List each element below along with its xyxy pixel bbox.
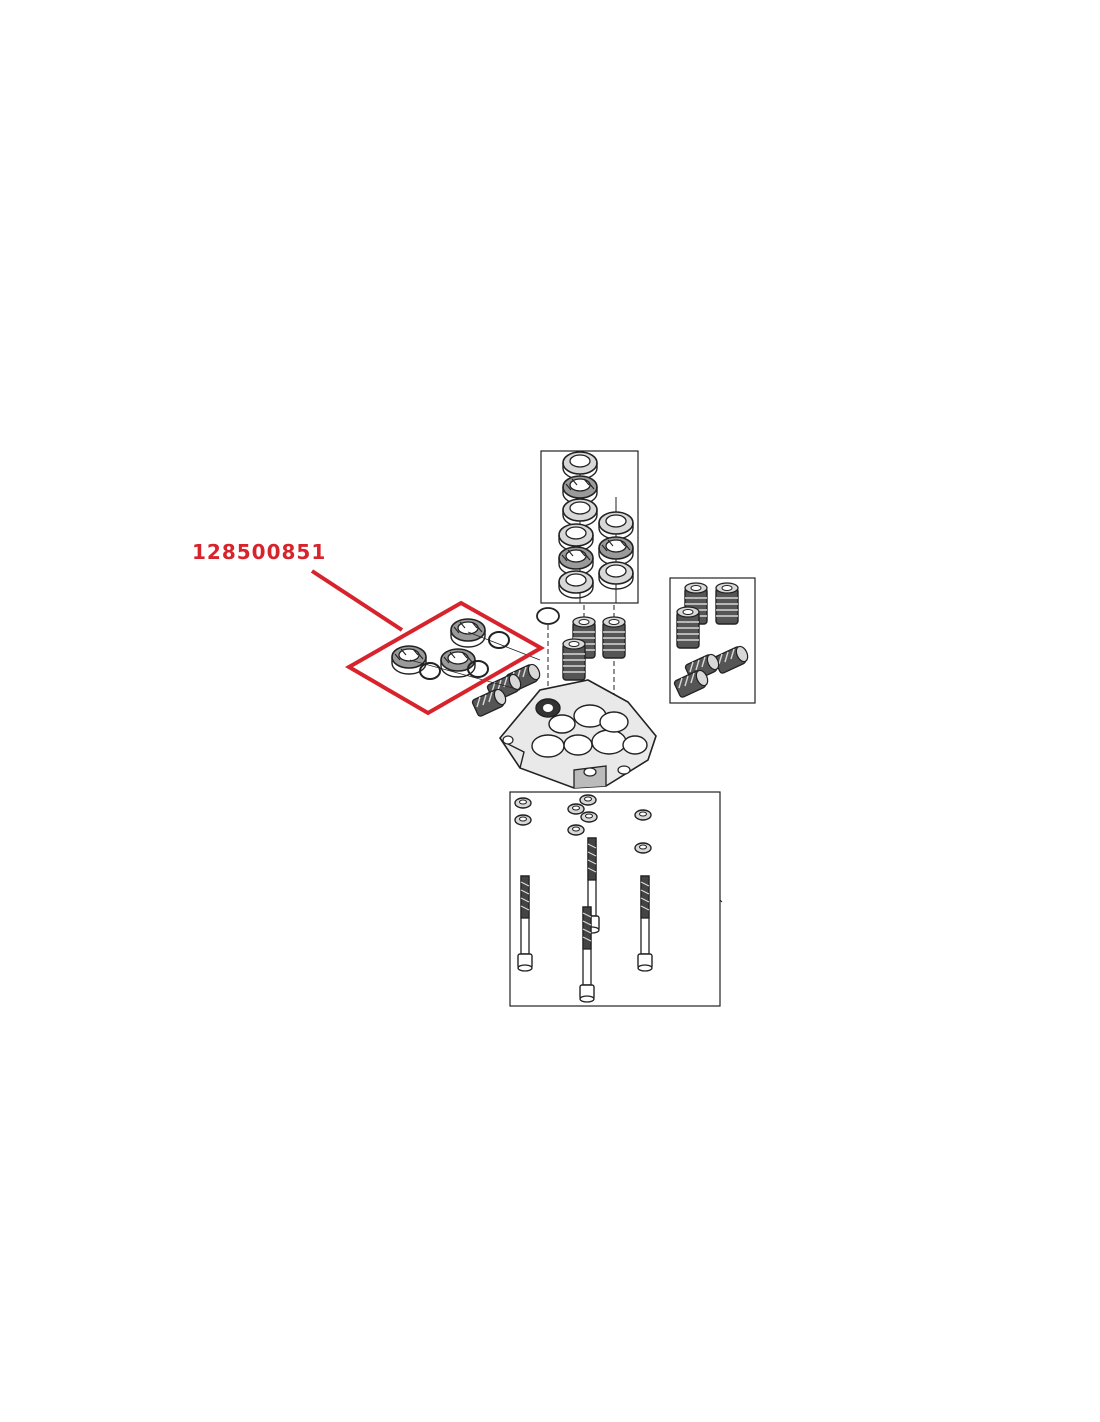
part-number-label: 128500851 bbox=[192, 540, 327, 564]
bolt-kit-box bbox=[509, 791, 723, 1007]
pump-manifold bbox=[499, 679, 657, 789]
red-callout bbox=[310, 569, 546, 716]
center-valves bbox=[536, 605, 626, 710]
valve-kit-box bbox=[669, 577, 756, 704]
seal-kit-box bbox=[540, 450, 639, 604]
